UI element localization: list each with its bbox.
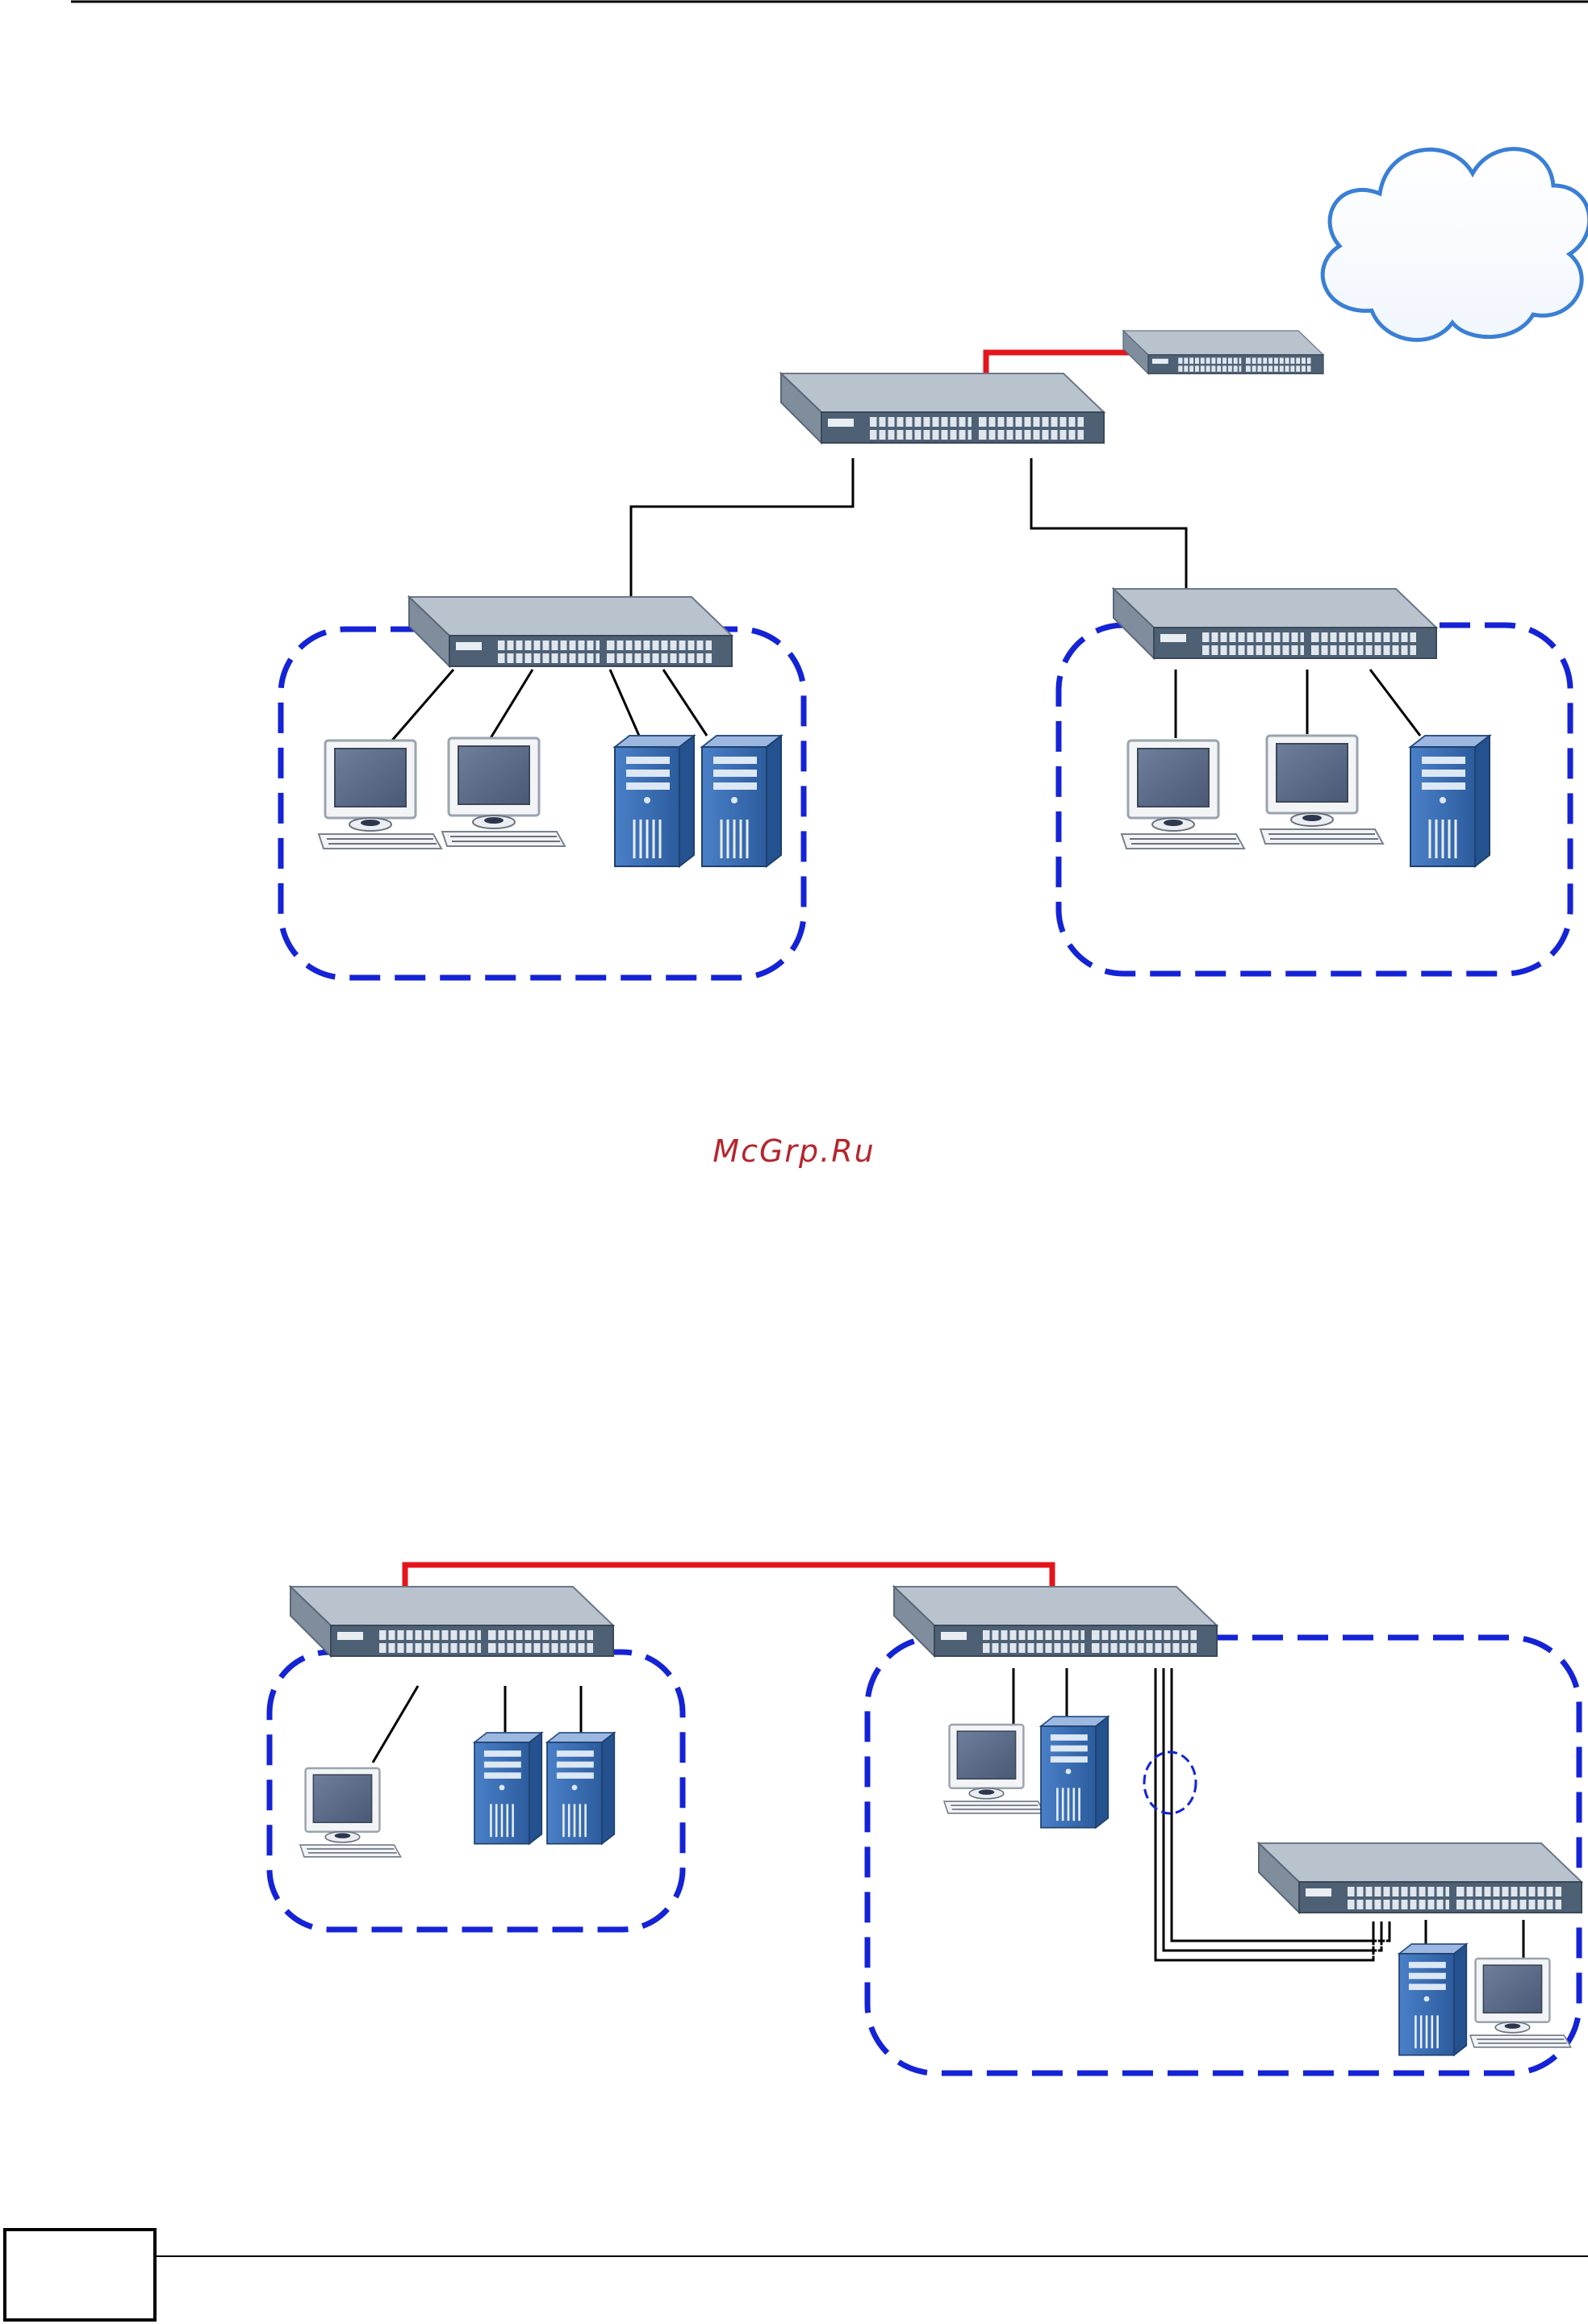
gateway-switch	[1123, 331, 1323, 373]
uplink-red-top	[986, 353, 1130, 373]
switch-c	[1259, 1843, 1582, 1913]
c-pc	[1470, 1959, 1571, 2047]
page-number-box	[3, 2228, 157, 2322]
left-access-switch	[409, 597, 732, 666]
uplink-red-bottom	[405, 1565, 1052, 1587]
right-pc-2	[1260, 736, 1383, 844]
left-server-2	[702, 736, 781, 866]
core-switch	[781, 373, 1104, 443]
link-core-left	[631, 458, 853, 597]
link-core-right	[1031, 458, 1186, 589]
right-server-1	[1410, 736, 1490, 866]
b-server	[1041, 1717, 1108, 1828]
diagram-top	[281, 149, 1588, 978]
switch-b	[894, 1587, 1217, 1656]
right-access-switch	[1114, 589, 1436, 658]
a-pc	[300, 1768, 401, 1857]
left-pc-2	[442, 738, 565, 846]
left-group-links	[391, 670, 707, 742]
page-number	[6, 2231, 153, 2318]
trunk-link	[1155, 1668, 1390, 1960]
internet-cloud	[1323, 149, 1588, 340]
a-server-1	[474, 1733, 541, 1844]
a-server-2	[547, 1733, 614, 1844]
right-pc-1	[1122, 741, 1244, 849]
right-group-links	[1176, 670, 1420, 738]
watermark-text: McGrp.Ru	[0, 1133, 1588, 1169]
left-pc-1	[319, 741, 441, 849]
c-server	[1399, 1944, 1466, 2055]
b-pc	[944, 1725, 1045, 1813]
switch-a	[290, 1587, 613, 1656]
diagram-bottom	[270, 1565, 1582, 2073]
left-server-1	[615, 736, 694, 866]
trunk-highlight-circle	[1144, 1752, 1196, 1813]
